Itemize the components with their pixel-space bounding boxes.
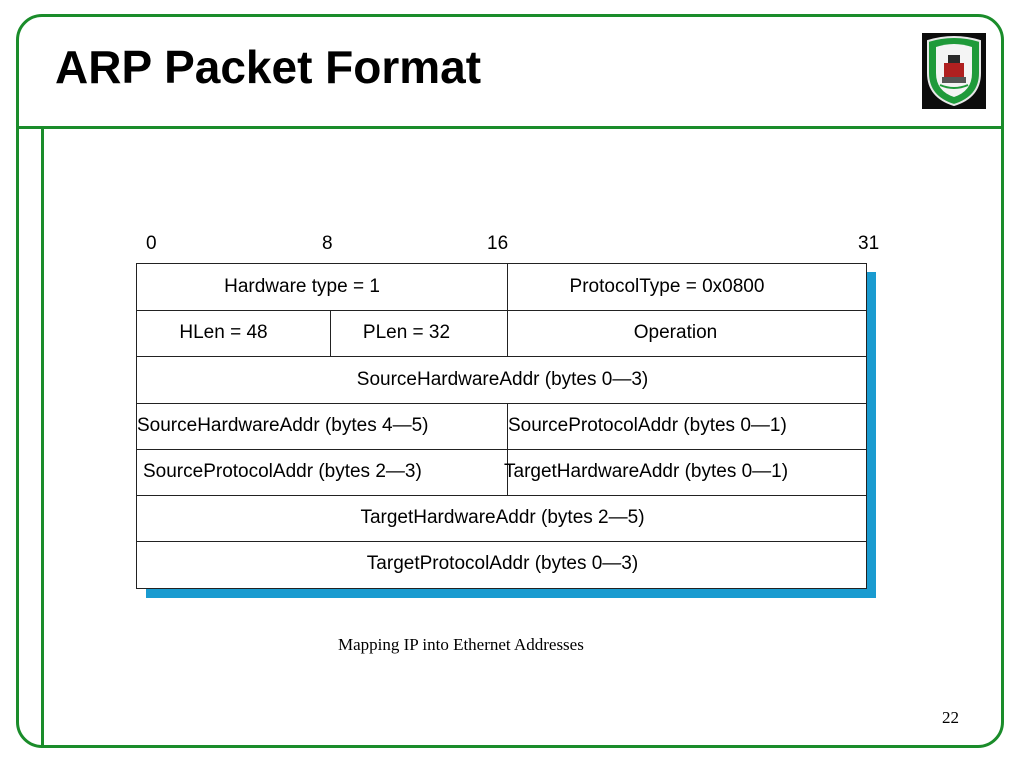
bit-scale-label: 31 — [858, 233, 880, 254]
field-source-proto-addr-0-1: SourceProtocolAddr (bytes 0—1) — [508, 415, 787, 436]
field-operation: Operation — [633, 322, 718, 343]
page-number: 22 — [942, 708, 959, 727]
field-hardware-type: Hardware type = 1 — [224, 276, 380, 297]
field-divider — [507, 264, 508, 356]
row-divider — [137, 541, 866, 542]
bit-scale-label: 0 — [146, 233, 157, 254]
row-divider — [137, 449, 866, 450]
field-target-hw-addr-2-5: TargetHardwareAddr (bytes 2—5) — [360, 507, 645, 528]
figure-caption: Mapping IP into Ethernet Addresses — [338, 635, 584, 654]
slide-frame — [16, 14, 1004, 748]
row-divider — [137, 310, 866, 311]
field-divider — [330, 310, 331, 356]
bit-scale-label: 16 — [487, 233, 509, 254]
row-divider — [137, 356, 866, 357]
field-target-hw-addr-0-1: TargetHardwareAddr (bytes 0—1) — [504, 461, 789, 482]
bit-scale-label: 8 — [322, 233, 333, 254]
field-source-proto-addr-2-3: SourceProtocolAddr (bytes 2—3) — [143, 461, 422, 482]
field-target-proto-addr-0-3: TargetProtocolAddr (bytes 0—3) — [366, 553, 639, 574]
row-divider — [137, 495, 866, 496]
title-divider — [16, 126, 1004, 129]
field-source-hw-addr-4-5: SourceHardwareAddr (bytes 4—5) — [137, 415, 429, 436]
field-divider — [507, 403, 508, 495]
slide-title: ARP Packet Format — [55, 41, 482, 93]
field-plen: PLen = 32 — [362, 322, 451, 343]
university-crest-icon — [922, 33, 986, 109]
field-hlen: HLen = 48 — [179, 322, 268, 343]
side-divider — [41, 126, 44, 748]
field-source-hw-addr-0-3: SourceHardwareAddr (bytes 0—3) — [356, 368, 649, 390]
arp-packet-diagram: Hardware type = 1 ProtocolType = 0x0800 … — [136, 263, 867, 589]
row-divider — [137, 403, 866, 404]
field-protocol-type: ProtocolType = 0x0800 — [569, 276, 765, 297]
